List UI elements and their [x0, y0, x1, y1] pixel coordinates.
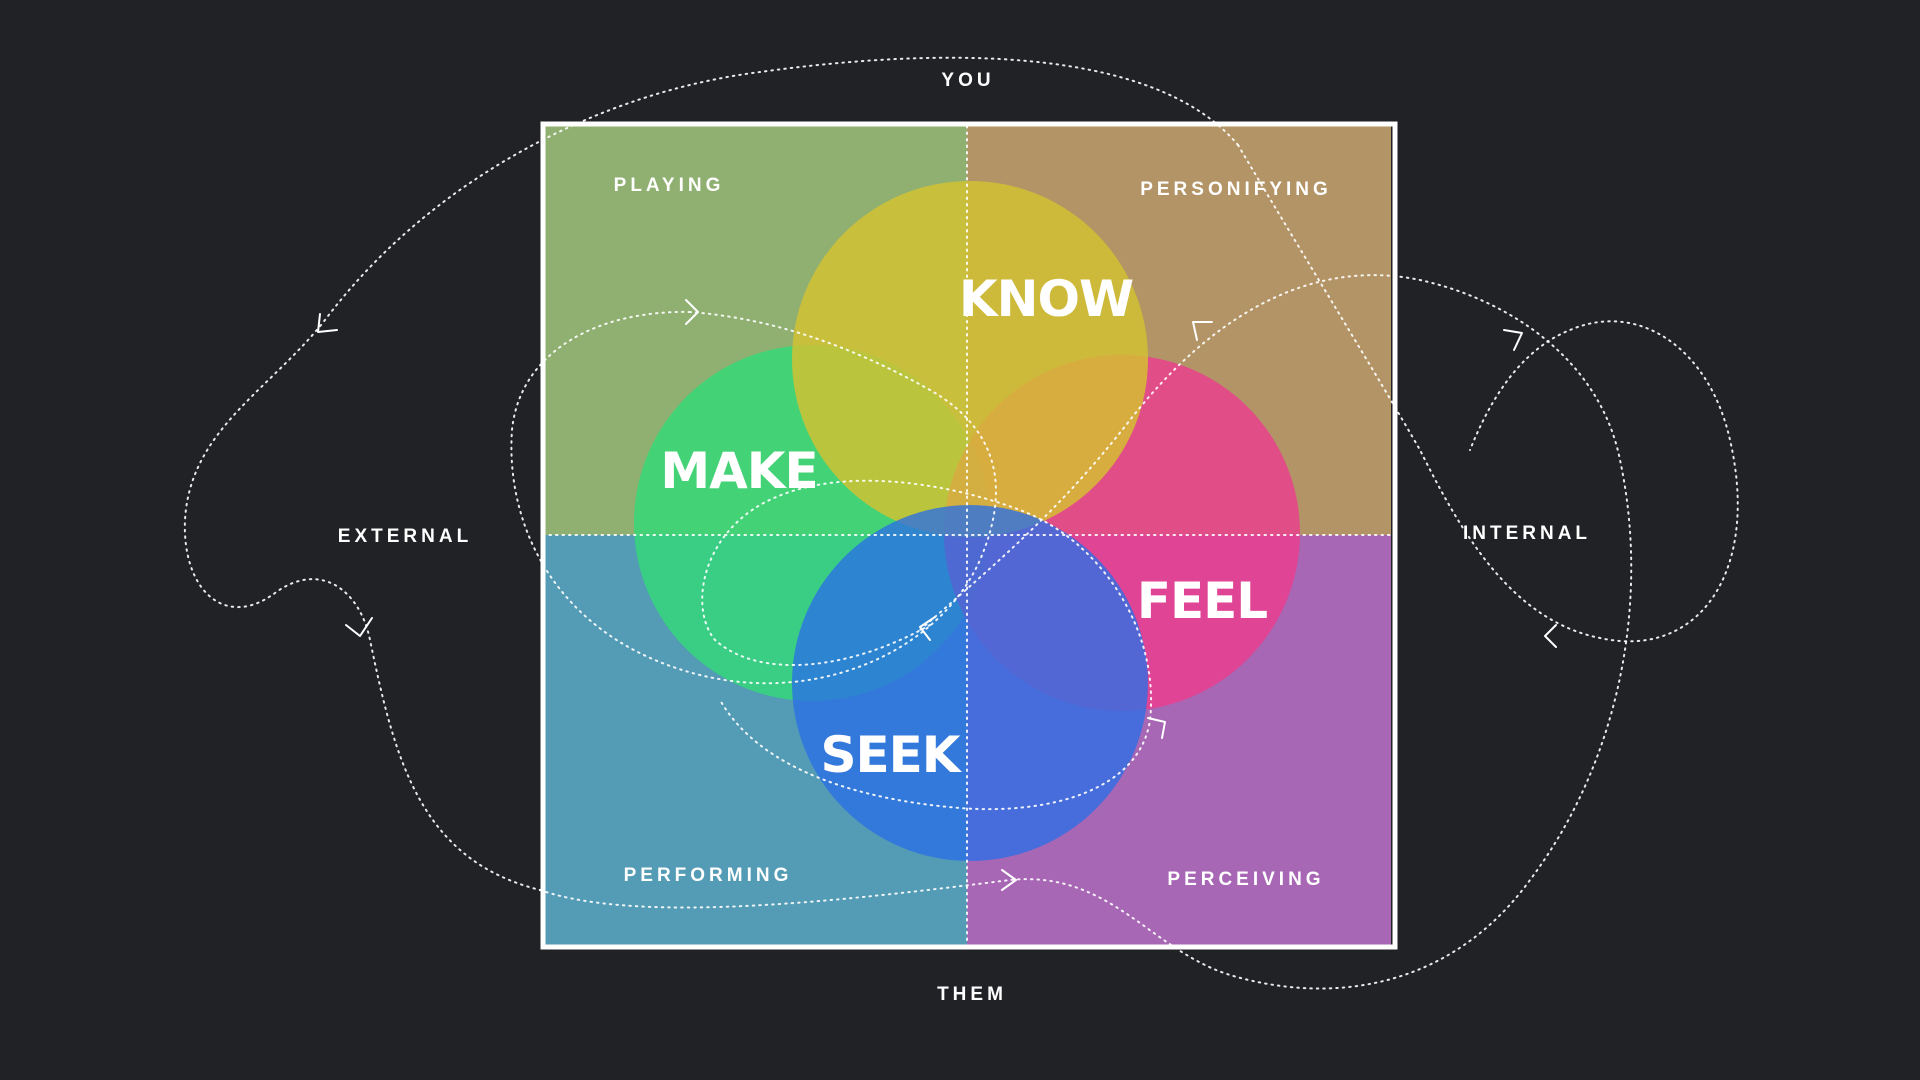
circle-know [792, 181, 1148, 537]
verb-label-know: KNOW [959, 270, 1133, 328]
verb-label-seek: SEEK [820, 726, 962, 784]
circle-seek [792, 505, 1148, 861]
arrow-outer-left [317, 313, 338, 333]
arrow-personifying [1192, 321, 1213, 341]
quadrant-label-perceiving: PERCEIVING [1167, 869, 1324, 890]
arrow-right-upper [1503, 329, 1523, 351]
verb-label-feel: FEEL [1137, 572, 1267, 630]
arrow-bottom [1001, 869, 1017, 891]
verb-label-make: MAKE [660, 442, 817, 500]
quadrant-label-playing: PLAYING [614, 175, 725, 196]
arrow-right-lower [1544, 624, 1557, 648]
inner-bottom-loop-path [701, 479, 1153, 811]
arrow-feel-bottom [1147, 717, 1166, 739]
right-loop-path [1237, 144, 1739, 643]
axis-label-right: INTERNAL [1463, 523, 1591, 544]
circle-group [634, 181, 1300, 861]
bottom-flow-path [539, 274, 1633, 990]
quadrant-label-performing: PERFORMING [624, 865, 793, 886]
arrow-inner-top [685, 299, 699, 325]
quadrant-label-personifying: PERSONIFYING [1140, 179, 1332, 200]
inner-left-loop-path [510, 310, 997, 685]
axis-label-top: YOU [941, 70, 994, 91]
axis-label-left: EXTERNAL [338, 526, 472, 547]
arrow-outer-lower-left [345, 617, 373, 637]
arrow-center [919, 616, 936, 641]
outer-loop-path [183, 56, 1239, 891]
axis-label-bottom: THEM [937, 984, 1007, 1005]
